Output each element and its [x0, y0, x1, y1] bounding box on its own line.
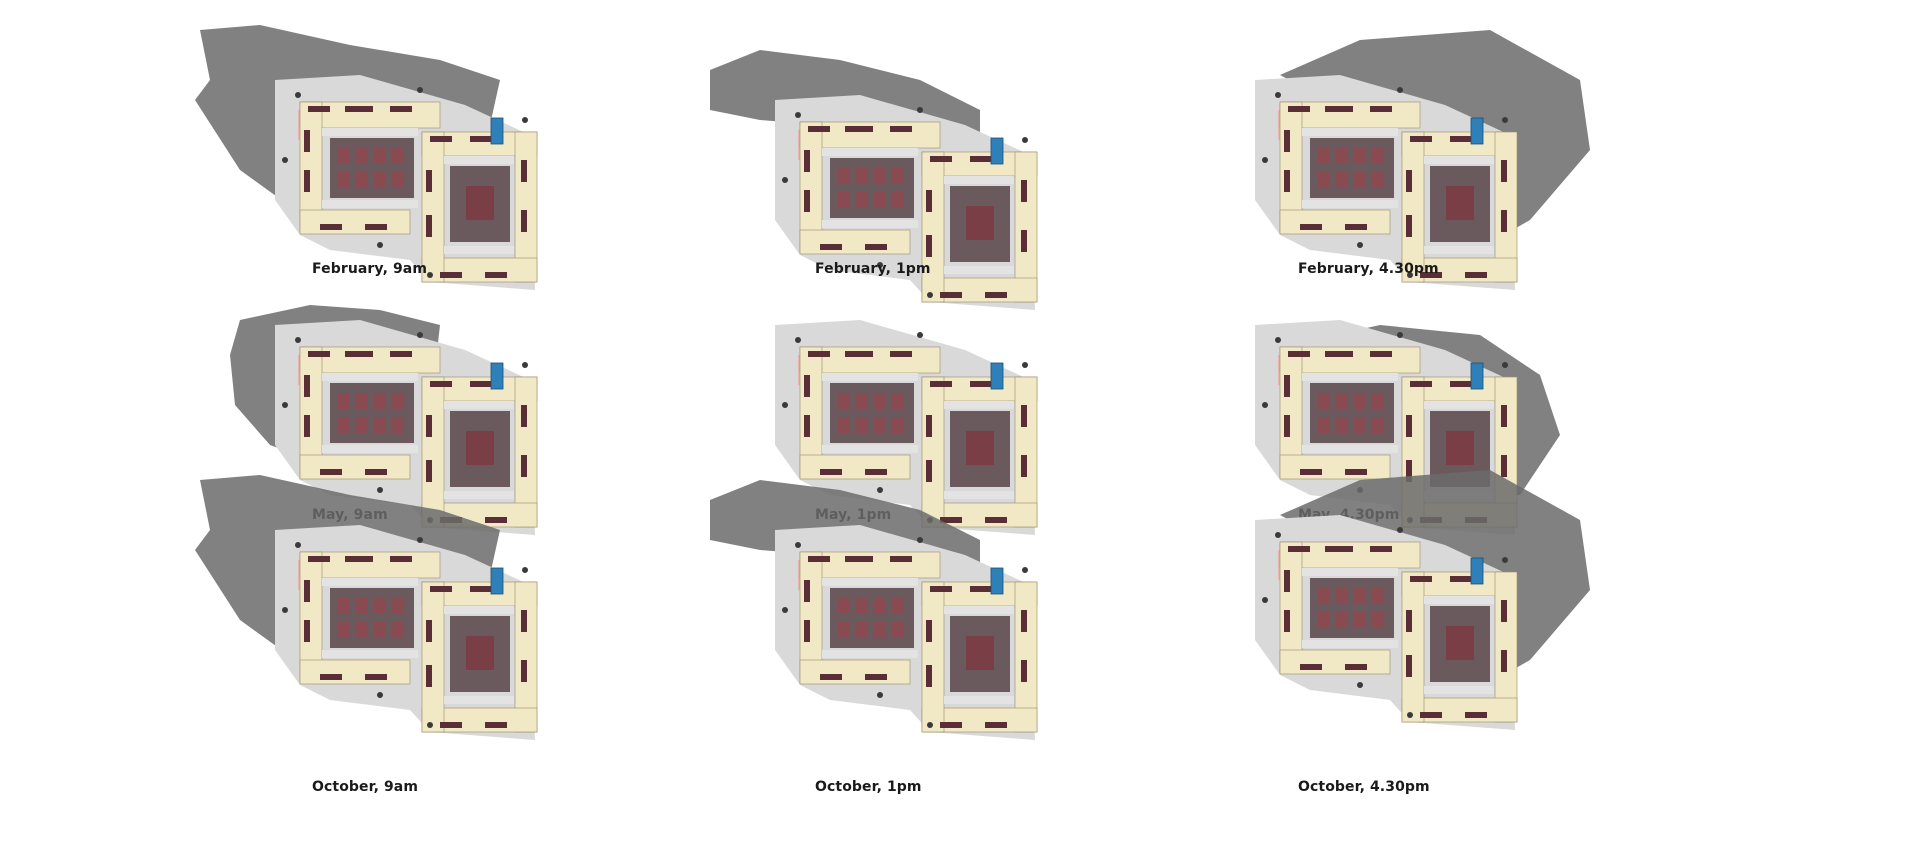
- panel-caption: February, 9am: [312, 261, 428, 277]
- building-plan: [775, 95, 1038, 310]
- building-plan: [775, 320, 1038, 535]
- sun-study-panel: [680, 40, 1200, 310]
- sun-study-panel: [180, 470, 700, 740]
- building-plan: [275, 525, 538, 740]
- site-plan-diagram: [1255, 320, 1560, 535]
- panel-caption: February, 4.30pm: [1298, 261, 1439, 277]
- sun-study-panel: [680, 470, 1200, 740]
- sun-study-panel: [680, 265, 1200, 535]
- site-plan-diagram: [195, 25, 538, 290]
- building-plan: [775, 525, 1038, 740]
- sun-study-panel: [1160, 460, 1680, 730]
- sun-study-panel: [180, 265, 700, 535]
- site-plan-diagram: [710, 50, 1038, 310]
- site-plan-diagram: [1255, 470, 1590, 730]
- panel-caption: October, 9am: [312, 779, 419, 795]
- site-plan-diagram: [230, 305, 538, 535]
- panel-caption: October, 4.30pm: [1298, 779, 1430, 795]
- site-plan-diagram: [1255, 30, 1590, 290]
- building-plan: [1255, 75, 1518, 290]
- sun-study-panel: [1160, 265, 1680, 535]
- building-plan: [1255, 515, 1518, 730]
- building-plan: [1255, 320, 1518, 535]
- sun-study-panel: [180, 20, 700, 290]
- panel-caption: February, 1pm: [815, 261, 931, 277]
- building-plan: [275, 75, 538, 290]
- panel-caption: October, 1pm: [815, 779, 922, 795]
- site-plan-diagram: [775, 320, 1038, 535]
- site-plan-diagram: [710, 480, 1038, 740]
- sun-study-panel: [1160, 20, 1680, 290]
- site-plan-diagram: [195, 475, 538, 740]
- building-plan: [275, 320, 538, 535]
